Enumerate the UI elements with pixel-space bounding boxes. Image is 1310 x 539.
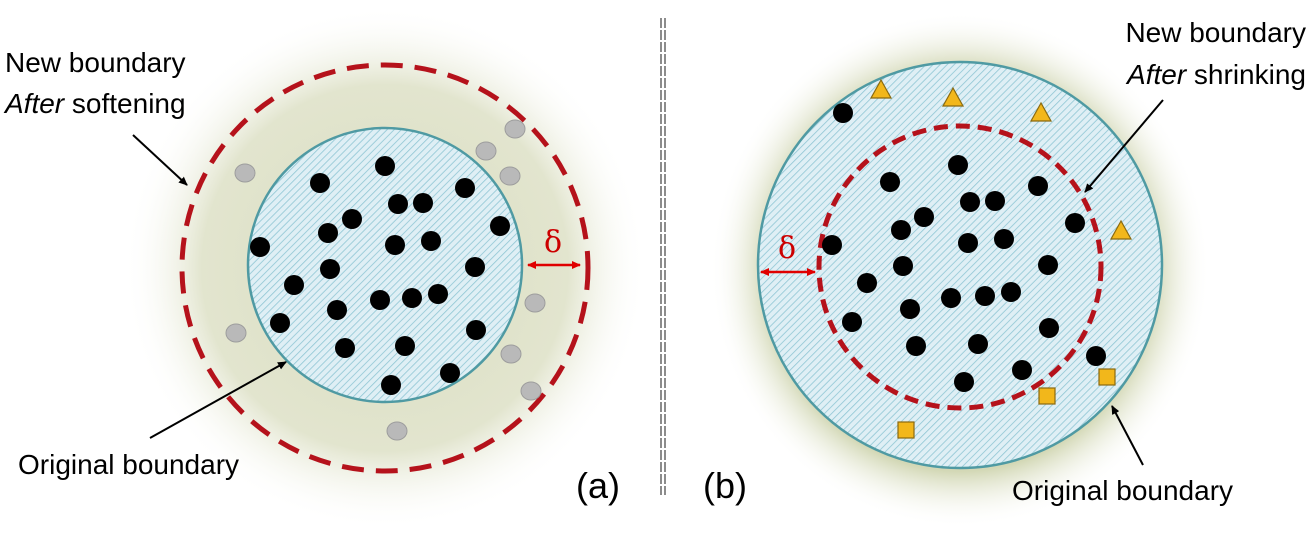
black-particle <box>318 223 338 243</box>
black-particle <box>880 172 900 192</box>
grey-particle <box>225 323 247 343</box>
black-particle <box>857 273 877 293</box>
after-shrinking-label: After shrinking <box>1125 59 1306 90</box>
delta-label: δ <box>778 231 796 266</box>
black-particle <box>375 156 395 176</box>
black-particle <box>1001 282 1021 302</box>
black-particle <box>958 233 978 253</box>
grey-particle <box>520 381 542 401</box>
original-boundary-pointer <box>1111 405 1144 466</box>
black-particle <box>370 290 390 310</box>
panel-a: δ New boundary After softening Original … <box>3 6 647 530</box>
grey-particle <box>500 344 522 364</box>
black-particle <box>1012 360 1032 380</box>
black-particle <box>1028 176 1048 196</box>
square-marker <box>1098 368 1116 386</box>
new-boundary-label: New boundary <box>5 47 186 78</box>
original-boundary-pointer <box>149 361 287 439</box>
black-particles <box>250 156 510 395</box>
black-particle <box>1065 213 1085 233</box>
black-particle <box>413 193 433 213</box>
triangle-marker <box>869 78 893 99</box>
black-particle <box>466 320 486 340</box>
black-particle <box>320 259 340 279</box>
black-particle <box>395 336 415 356</box>
original-boundary-circle <box>246 126 524 404</box>
black-particle <box>381 375 401 395</box>
gold-squares <box>897 368 1116 439</box>
new-boundary-pointer <box>132 134 188 186</box>
grey-particle <box>234 163 256 183</box>
black-particle <box>960 192 980 212</box>
black-particle <box>385 235 405 255</box>
black-particle <box>465 257 485 277</box>
black-particle <box>440 363 460 383</box>
black-particle <box>421 231 441 251</box>
new-boundary-pointer <box>1084 99 1164 193</box>
grey-particle <box>386 421 408 441</box>
new-boundary-label: New boundary <box>1125 17 1306 48</box>
square-marker <box>897 421 915 439</box>
black-particle <box>335 338 355 358</box>
gold-triangles <box>869 78 1133 240</box>
grey-particle <box>524 293 546 313</box>
black-particle <box>975 286 995 306</box>
original-boundary-label: Original boundary <box>18 449 239 480</box>
black-particle <box>327 300 347 320</box>
black-particle <box>402 288 422 308</box>
black-particle <box>342 209 362 229</box>
black-particle <box>388 194 408 214</box>
panel-b: δ New boundary After shrinking Original … <box>703 12 1306 528</box>
black-particle <box>1038 255 1058 275</box>
square-marker <box>1038 387 1056 405</box>
black-particle <box>455 178 475 198</box>
black-particle <box>833 103 853 123</box>
black-particle <box>900 299 920 319</box>
grey-particle <box>504 119 526 139</box>
triangle-marker <box>941 86 965 107</box>
black-particle <box>985 191 1005 211</box>
black-particle <box>914 207 934 227</box>
triangle-marker <box>1029 101 1053 122</box>
black-particles <box>822 103 1106 392</box>
new-boundary-dashed-circle <box>179 62 591 474</box>
black-particle <box>941 288 961 308</box>
black-particle <box>310 173 330 193</box>
delta-label: δ <box>544 225 562 260</box>
panel-b-tag: (b) <box>703 465 747 506</box>
black-particle <box>1086 346 1106 366</box>
black-particle <box>994 229 1014 249</box>
black-particle <box>948 155 968 175</box>
black-particle <box>893 256 913 276</box>
after-softening-label: After softening <box>3 88 186 119</box>
triangle-marker <box>1109 219 1133 240</box>
black-particle <box>428 284 448 304</box>
black-particle <box>250 237 270 257</box>
black-particle <box>284 275 304 295</box>
black-particle <box>954 372 974 392</box>
panel-separator <box>660 18 666 495</box>
panel-a-tag: (a) <box>576 465 620 506</box>
black-particle <box>1039 318 1059 338</box>
original-boundary-label: Original boundary <box>1012 475 1233 506</box>
black-particle <box>842 312 862 332</box>
grey-particle <box>475 141 497 161</box>
new-boundary-dashed-circle <box>816 123 1104 411</box>
black-particle <box>822 235 842 255</box>
grey-particle <box>499 166 521 186</box>
black-particle <box>968 334 988 354</box>
grey-particles <box>225 119 546 441</box>
black-particle <box>490 216 510 236</box>
black-particle <box>891 220 911 240</box>
black-particle <box>270 313 290 333</box>
black-particle <box>906 336 926 356</box>
